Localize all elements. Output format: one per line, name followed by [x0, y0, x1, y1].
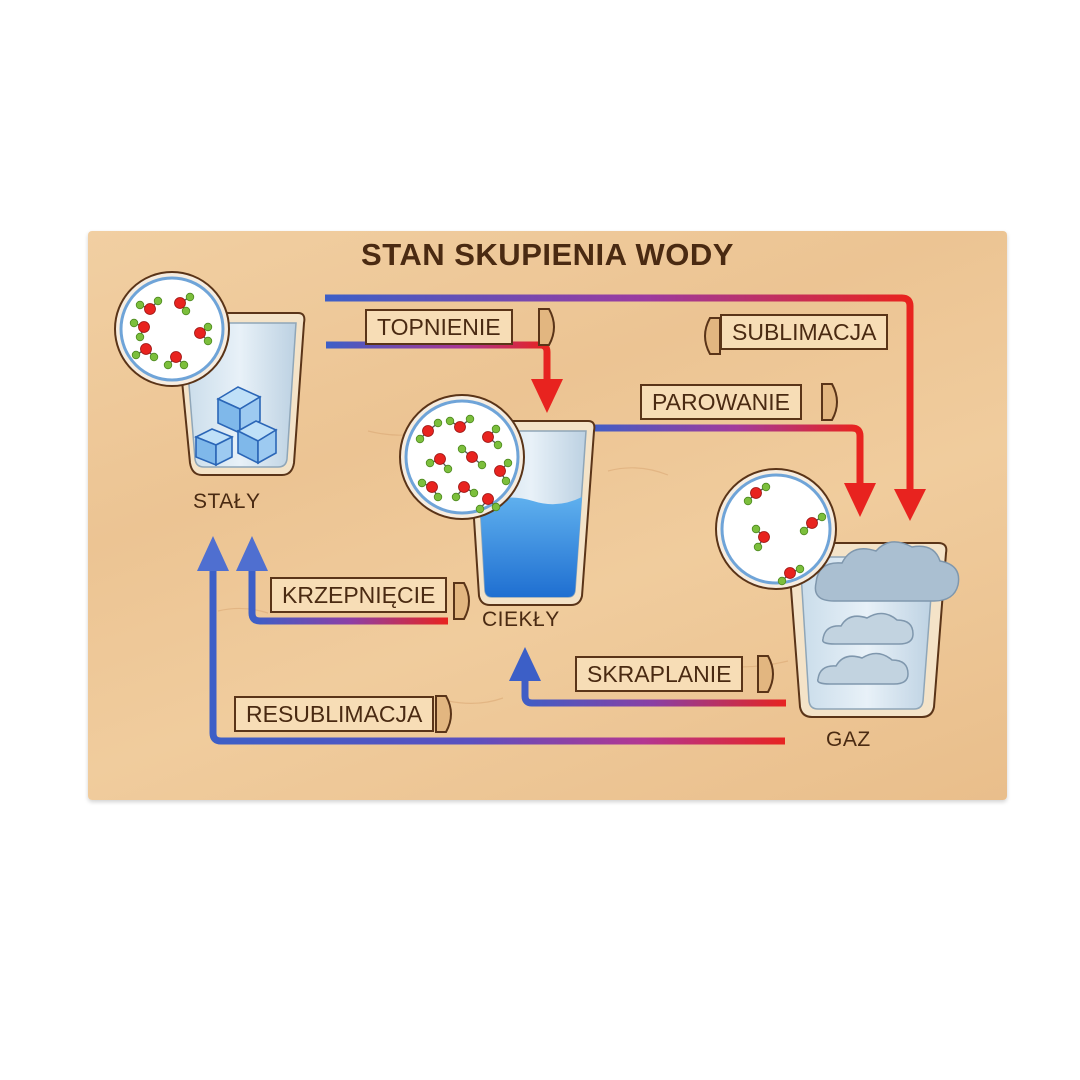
solid-glass-piece	[114, 271, 306, 476]
gas-state-label: GAZ	[826, 728, 871, 751]
sublimation-arrow	[325, 294, 926, 521]
cloud-icon	[814, 541, 960, 685]
evaporation-arrow	[586, 424, 876, 517]
deposition-tag: RESUBLIMACJA	[234, 696, 435, 732]
evaporation-tag: PAROWANIE	[640, 384, 803, 420]
liquid-state-label: CIEKŁY	[482, 608, 560, 631]
condensation-tag: SKRAPLANIE	[575, 656, 744, 692]
tag-pegs	[435, 308, 838, 733]
freezing-tag: KRZEPNIĘCIE	[270, 577, 448, 613]
liquid-glass-piece	[399, 394, 596, 606]
diagram-title: STAN SKUPIENIA WODY	[361, 237, 734, 272]
wooden-board: STAN SKUPIENIA WODY STAŁY CIEKŁY GAZ TOP…	[88, 231, 1007, 800]
diagram-svg	[114, 271, 960, 745]
water-fill	[480, 497, 582, 597]
sublimation-tag: SUBLIMACJA	[720, 314, 889, 350]
gas-glass-piece	[715, 468, 960, 718]
melting-tag: TOPNIENIE	[365, 309, 513, 345]
ice-cubes-icon	[194, 386, 278, 467]
solid-state-label: STAŁY	[193, 490, 261, 513]
condensation-arrow	[509, 647, 786, 707]
deposition-arrow	[197, 536, 785, 745]
freezing-arrow	[236, 536, 448, 625]
